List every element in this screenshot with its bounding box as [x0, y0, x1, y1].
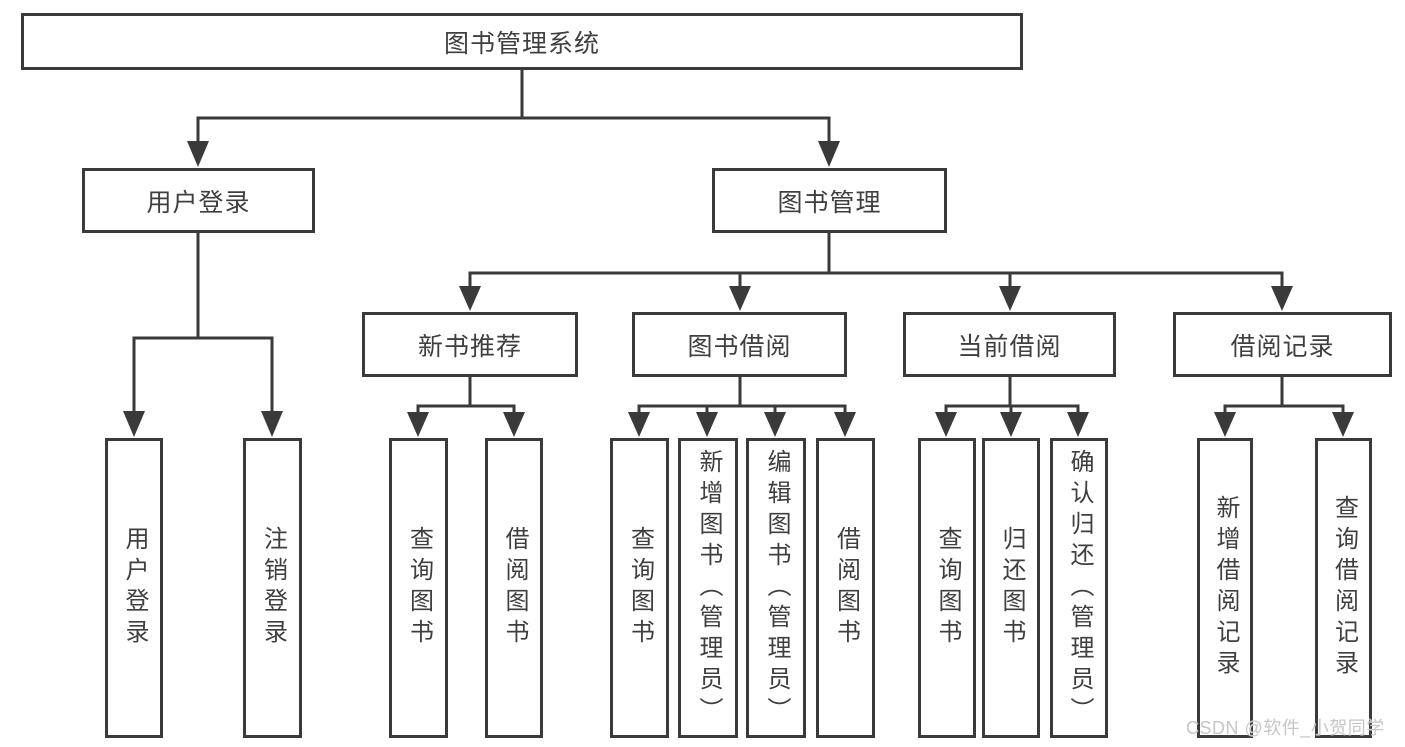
- connector-current-borrow-to-leaves: [935, 377, 1089, 437]
- node-new-book-recommend: 新书推荐: [362, 312, 578, 377]
- node-root-library-system: 图书管理系统: [21, 13, 1023, 70]
- node-user-login: 用户登录: [82, 168, 315, 233]
- leaf-records-add: 新增借阅记录: [1197, 438, 1253, 738]
- connector-root-to-level2: [187, 70, 840, 167]
- connector-borrow-records-to-leaves: [1214, 377, 1354, 437]
- node-book-borrow: 图书借阅: [632, 312, 847, 377]
- leaf-records-query: 查询借阅记录: [1315, 438, 1372, 738]
- leaf-current-confirm-return-admin: 确认归还（管理员）: [1050, 438, 1108, 738]
- leaf-borrow-add-admin: 新增图书（管理员）: [678, 438, 738, 738]
- node-current-borrow: 当前借阅: [903, 312, 1116, 377]
- leaf-borrow-borrow: 借阅图书: [816, 438, 875, 738]
- leaf-new-books-borrow: 借阅图书: [485, 438, 543, 738]
- leaf-new-books-query: 查询图书: [389, 438, 448, 738]
- node-borrow-records: 借阅记录: [1173, 312, 1392, 377]
- leaf-borrow-query: 查询图书: [610, 438, 669, 738]
- connector-new-book-recommend-to-leaves: [407, 377, 525, 437]
- connector-user-login-to-leaves: [123, 233, 283, 437]
- leaf-current-return: 归还图书: [982, 438, 1040, 738]
- leaf-borrow-edit-admin: 编辑图书（管理员）: [746, 438, 806, 738]
- leaf-current-query: 查询图书: [918, 438, 976, 738]
- connector-book-management-to-level3: [459, 233, 1293, 311]
- leaf-logout: 注销登录: [243, 438, 302, 738]
- node-book-management: 图书管理: [712, 168, 947, 233]
- csdn-watermark: CSDN @软件_小贺同学: [1186, 718, 1385, 738]
- connector-book-borrow-to-leaves: [628, 377, 856, 437]
- leaf-user-login: 用户登录: [105, 438, 163, 738]
